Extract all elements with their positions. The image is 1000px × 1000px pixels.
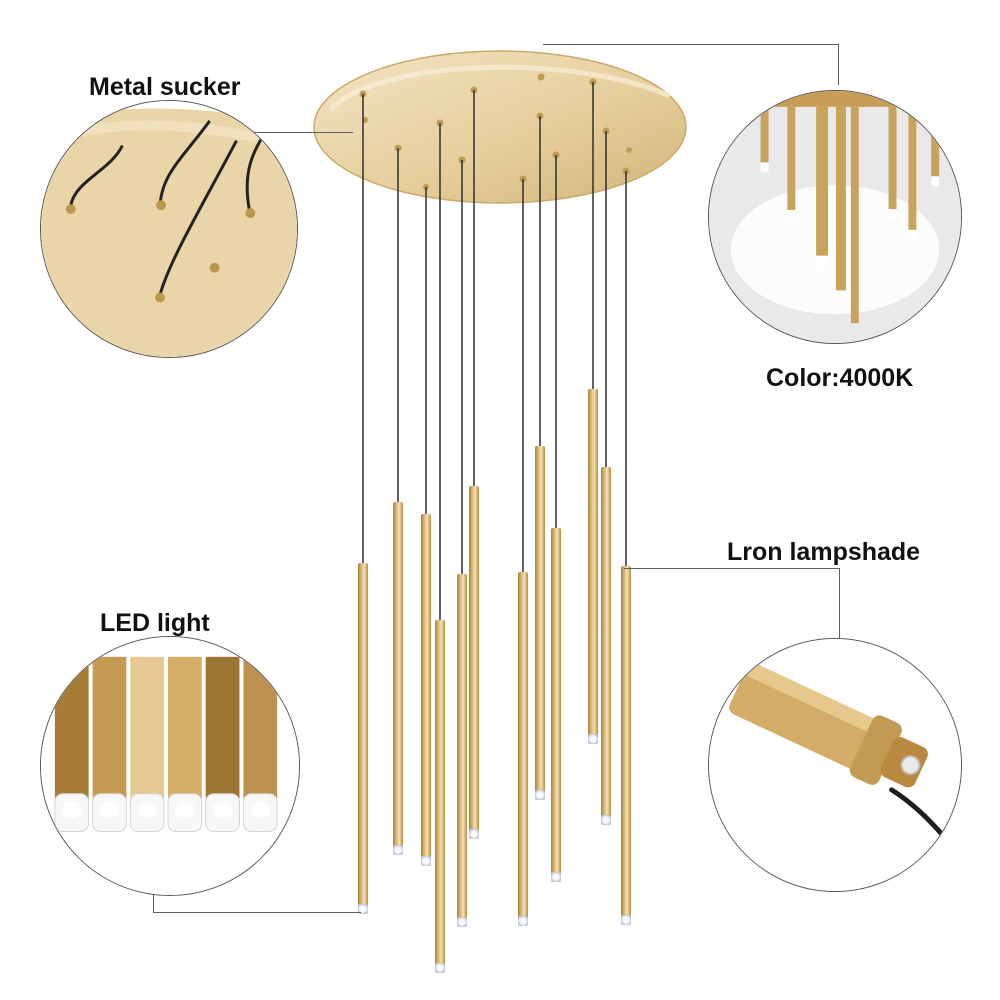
tube-pendant-9 <box>551 528 561 876</box>
led-light-detail <box>40 636 300 896</box>
tube-pendant-10 <box>588 389 598 738</box>
tube-pendants <box>358 389 631 967</box>
tube-pendant-3 <box>421 514 431 860</box>
callout-line-lampshade-vertical <box>839 568 840 638</box>
tube-pendant-2 <box>393 502 403 849</box>
color-temperature-label: Color:4000K <box>766 364 914 392</box>
tube-pendant-8 <box>535 446 545 794</box>
canopy-plate <box>313 50 687 204</box>
tube-pendant-12 <box>621 566 631 919</box>
metal-sucker-detail <box>40 100 298 358</box>
suspension-cords <box>362 82 627 620</box>
metal-sucker-label: Metal sucker <box>89 73 241 101</box>
tube-pendant-1 <box>358 563 368 908</box>
tube-pendant-7 <box>518 572 528 920</box>
tube-pendant-6 <box>469 486 479 833</box>
tube-pendant-11 <box>601 467 611 819</box>
callout-line-led-horizontal <box>153 912 361 913</box>
color-temperature-detail <box>708 90 962 344</box>
canopy-highlight <box>328 64 672 112</box>
iron-lampshade-label: Lron lampshade <box>727 538 921 566</box>
iron-lampshade-detail <box>708 638 962 892</box>
tube-pendant-4 <box>435 620 445 967</box>
led-tips <box>358 734 631 973</box>
callout-line-metal-sucker <box>244 132 353 133</box>
callout-line-color-vertical <box>838 44 839 85</box>
tube-pendant-5 <box>457 574 467 921</box>
callout-line-lampshade-horizontal <box>624 568 840 569</box>
callout-line-led-vertical <box>153 886 154 913</box>
led-light-label: LED light <box>100 609 210 637</box>
callout-line-color-horizontal <box>543 44 839 45</box>
